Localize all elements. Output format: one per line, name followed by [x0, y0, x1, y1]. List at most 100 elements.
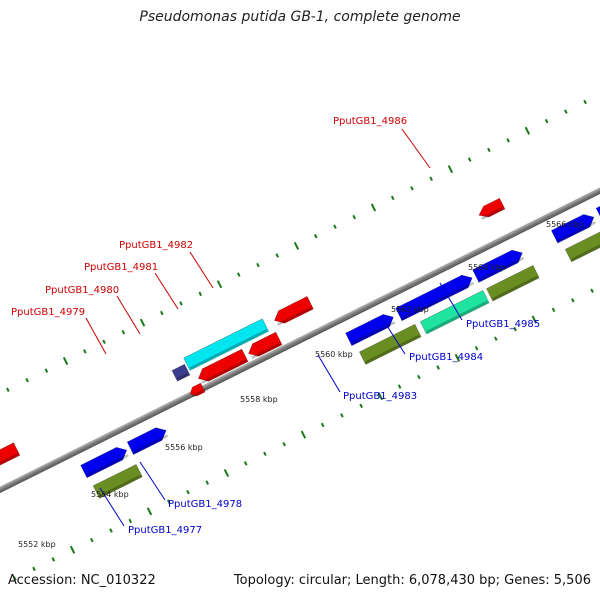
cds-reverse[interactable] [476, 197, 506, 220]
rna-feature[interactable] [183, 318, 270, 371]
tick-mark [544, 118, 549, 124]
connector-4985 [439, 282, 463, 321]
feature-shade [481, 206, 504, 220]
tick-mark [333, 224, 337, 229]
gene-label-4982[interactable]: PputGB1_4982 [119, 240, 193, 251]
gene-label-4983[interactable]: PputGB1_4983 [343, 391, 417, 402]
cds-forward[interactable] [472, 247, 526, 283]
connector-4986 [401, 128, 431, 169]
gene-bar[interactable] [92, 463, 143, 499]
cds-reverse[interactable] [188, 382, 206, 398]
inner-tick-row [13, 288, 594, 581]
accession-text: Accession: NC_010322 [8, 573, 156, 588]
tick-mark [370, 203, 377, 212]
tick-mark [109, 528, 113, 533]
tick-mark [69, 545, 76, 554]
tick-mark [282, 441, 286, 447]
tick-mark [236, 272, 241, 277]
connector-4980 [116, 295, 141, 335]
map-title: Pseudomonas putida GB-1, complete genome [139, 9, 461, 25]
gene-label-4978[interactable]: PputGB1_4978 [168, 499, 242, 510]
tick-mark [263, 451, 267, 457]
gene-bar[interactable] [564, 227, 600, 263]
scale-label-5564: 5564 kbp [468, 263, 506, 272]
scale-label-5566: 5566 kbp [546, 220, 584, 229]
gene-label-4980[interactable]: PputGB1_4980 [45, 285, 119, 296]
feature-shade [133, 434, 169, 454]
tick-mark [531, 315, 537, 324]
cds-forward[interactable] [595, 193, 600, 222]
cds-reverse[interactable] [195, 348, 249, 385]
cds-reverse[interactable] [0, 442, 21, 474]
genome-backbone [0, 133, 600, 522]
tick-mark [397, 384, 402, 389]
feature-shade [365, 334, 421, 364]
tick-mark [300, 430, 307, 439]
tick-mark [25, 377, 29, 383]
cds-forward[interactable] [395, 272, 476, 322]
tick-mark [243, 461, 248, 466]
tick-mark [320, 422, 325, 428]
tick-mark [160, 310, 164, 316]
feature-shade [251, 342, 281, 359]
tick-mark [417, 374, 421, 380]
tick-mark [166, 499, 171, 505]
connector-4977 [99, 487, 125, 527]
gene-label-4981[interactable]: PputGB1_4981 [84, 262, 158, 273]
feature-shade [478, 256, 525, 282]
gene-bar[interactable] [486, 264, 540, 302]
tick-mark [487, 147, 491, 153]
feature-shade [557, 221, 596, 243]
cds-forward[interactable] [551, 211, 597, 244]
cds-reverse[interactable] [271, 296, 314, 326]
scale-label-5556: 5556 kbp [165, 443, 203, 452]
misc-feature[interactable] [171, 363, 191, 382]
cds-forward[interactable] [345, 311, 397, 347]
tick-mark [121, 329, 126, 335]
feature-shade [351, 321, 396, 345]
tick-mark [390, 195, 395, 201]
tick-mark [293, 241, 300, 250]
tick-mark [474, 346, 479, 351]
cds-reverse[interactable] [245, 331, 283, 360]
gene-label-4986[interactable]: PputGB1_4986 [333, 116, 407, 127]
tick-mark [506, 138, 510, 143]
tick-mark [13, 576, 17, 581]
tick-mark [447, 165, 454, 174]
tick-mark [139, 318, 146, 327]
label-connectors [85, 128, 463, 527]
tick-mark [513, 326, 517, 332]
tick-mark [186, 489, 190, 495]
gene-label-4985[interactable]: PputGB1_4985 [466, 319, 540, 330]
tick-mark [410, 186, 414, 191]
tick-mark [32, 566, 36, 572]
tick-mark [83, 349, 87, 354]
gene-label-4984[interactable]: PputGB1_4984 [409, 352, 483, 363]
tick-mark [467, 157, 472, 162]
feature-shade [201, 359, 247, 384]
feature-shade [176, 372, 189, 381]
feature-shade [571, 238, 600, 261]
scale-label-5562: 5562 kbp [391, 305, 429, 314]
tick-mark [494, 336, 498, 341]
gene-label-4979[interactable]: PputGB1_4979 [11, 307, 85, 318]
tick-mark [524, 126, 531, 135]
cds-forward[interactable] [126, 424, 169, 455]
tick-mark [590, 288, 594, 293]
tick-mark [216, 280, 223, 289]
tick-mark [223, 468, 230, 478]
tick-mark [340, 413, 344, 418]
feature-track [0, 193, 600, 499]
feature-shade [98, 474, 142, 498]
genome-summary-text: Topology: circular; Length: 6,078,430 bp… [233, 573, 591, 588]
scale-label-5552: 5552 kbp [18, 540, 56, 549]
gene-bar[interactable] [359, 323, 422, 365]
cds-forward[interactable] [80, 444, 130, 479]
feature-shade [492, 275, 539, 301]
rna-feature[interactable] [419, 289, 490, 335]
tick-mark [179, 301, 183, 306]
gene-label-4977[interactable]: PputGB1_4977 [128, 525, 202, 536]
tick-mark [564, 109, 568, 114]
connector-4984 [381, 317, 406, 355]
